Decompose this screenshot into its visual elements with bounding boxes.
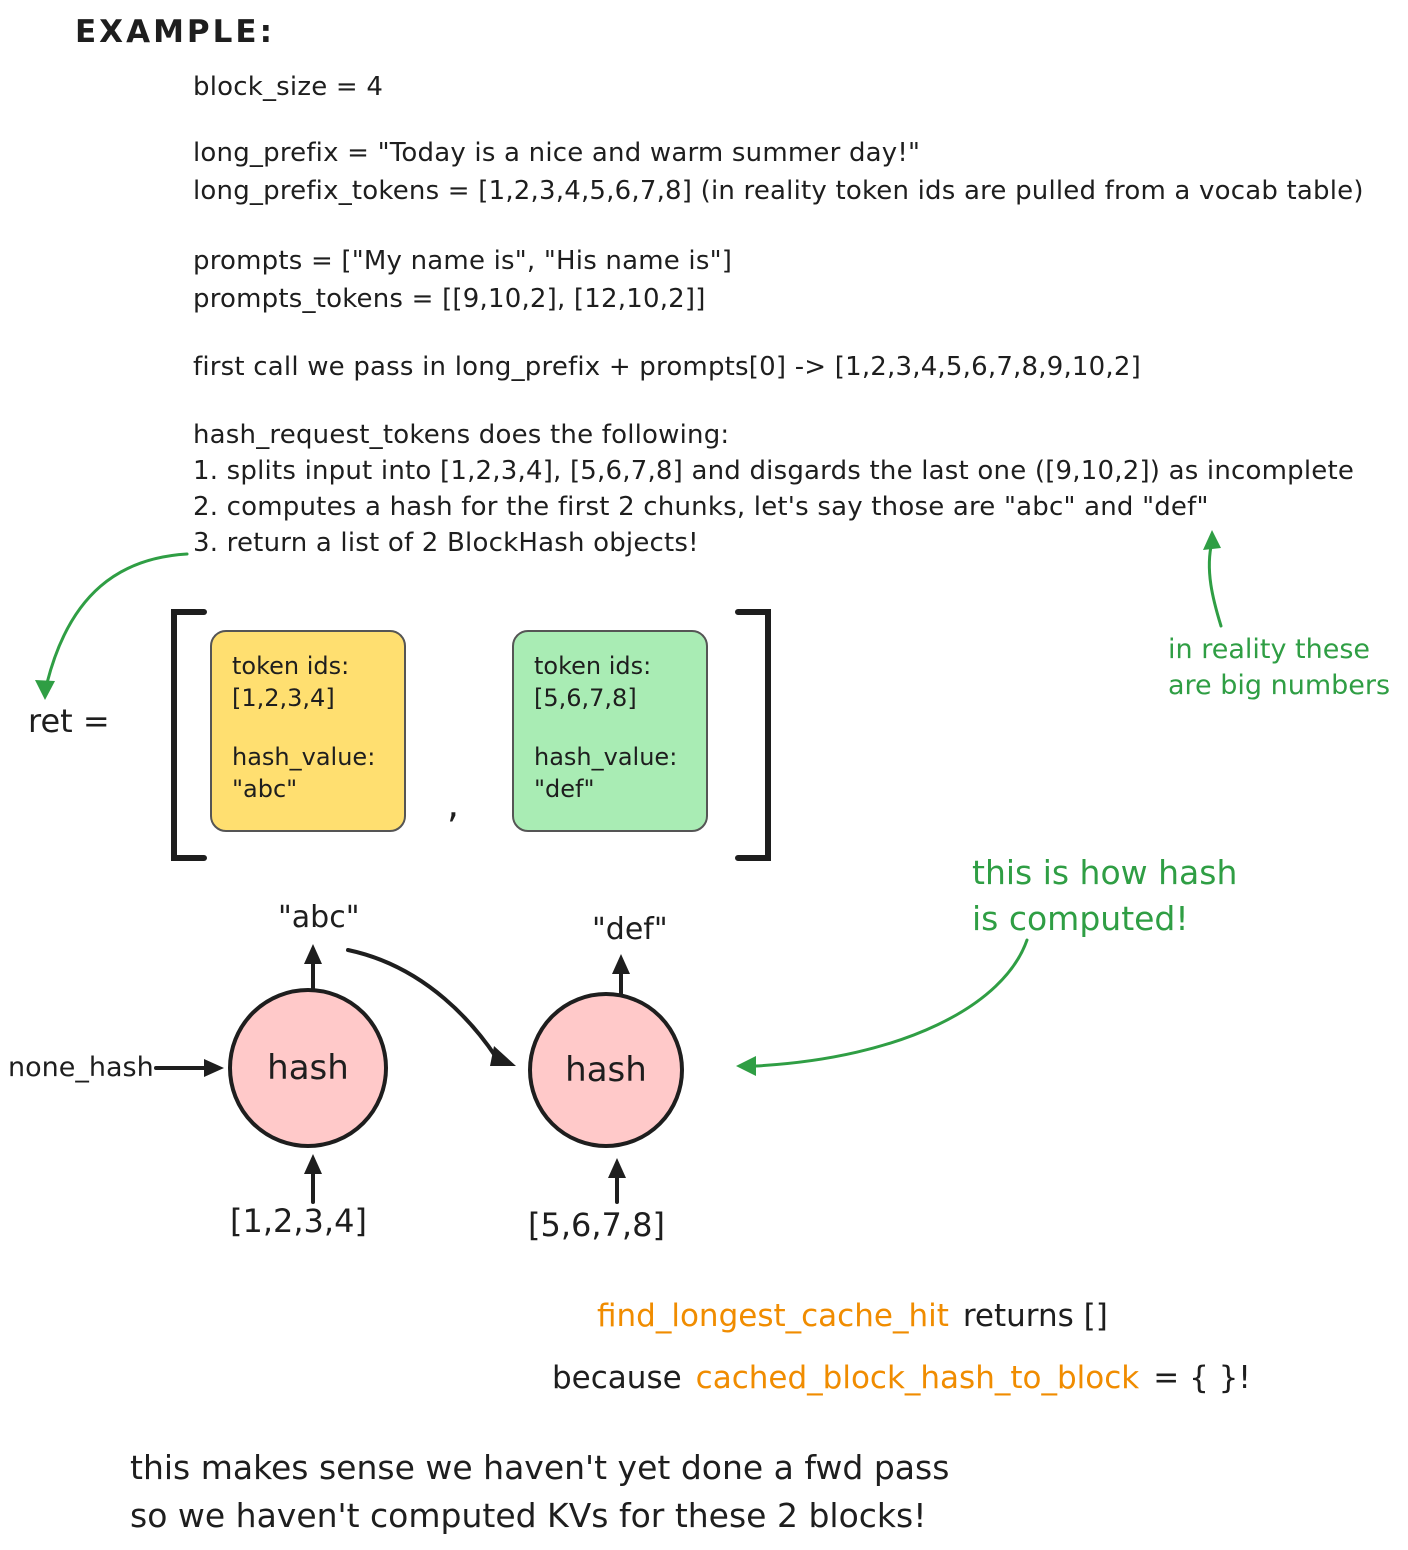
annotation-line: are big numbers	[1168, 670, 1391, 702]
input-arrow-1	[304, 1154, 322, 1204]
hash-node-2: hash	[528, 992, 684, 1148]
hash-input-1: [1,2,3,4]	[230, 1202, 367, 1240]
hash-node-1: hash	[228, 988, 388, 1148]
token-ids-label: token ids:	[534, 652, 652, 680]
token-ids-value: [1,2,3,4]	[232, 684, 335, 713]
code-line-prompts: prompts = ["My name is", "His name is"]	[193, 246, 733, 276]
code-line-prompts-tokens: prompts_tokens = [[9,10,2], [12,10,2]]	[193, 284, 706, 314]
because-text: because	[552, 1360, 682, 1396]
list-comma: ,	[447, 782, 460, 826]
hash-node-label: hash	[267, 1048, 349, 1088]
annotation-line: in reality these	[1168, 634, 1370, 665]
hash-value: "def"	[534, 775, 595, 804]
right-bracket	[735, 609, 771, 861]
hash-output-abc: "abc"	[278, 900, 360, 935]
hash-request-intro: hash_request_tokens does the following:	[193, 420, 730, 450]
big-numbers-arrow	[1203, 530, 1223, 628]
returns-text: returns []	[962, 1298, 1108, 1334]
hash-value-label: hash_value:	[534, 742, 678, 771]
chain-arrow	[346, 948, 516, 1066]
hash-value: "abc"	[232, 775, 298, 804]
left-bracket	[171, 609, 207, 861]
fn-name: find_longest_cache_hit	[597, 1298, 949, 1334]
hash-input-2: [5,6,7,8]	[528, 1206, 665, 1244]
hash-output-def: "def"	[592, 912, 668, 947]
hash-request-step1: 1. splits input into [1,2,3,4], [5,6,7,8…	[193, 456, 1355, 486]
output-arrow-2	[612, 954, 630, 998]
code-line-block-size: block_size = 4	[193, 72, 384, 102]
seed-label: none_hash	[8, 1052, 154, 1083]
hash-value-label: hash_value:	[232, 742, 376, 771]
blockhash-card-1: token ids: [1,2,3,4] hash_value: "abc"	[210, 630, 406, 832]
blockhash-card-2: token ids: [5,6,7,8] hash_value: "def"	[512, 630, 708, 832]
input-arrow-2	[608, 1158, 626, 1204]
dict-name: cached_block_hash_to_block	[695, 1360, 1140, 1396]
footer-line-2: so we haven't computed KVs for these 2 b…	[130, 1496, 927, 1535]
example-heading: EXAMPLE:	[75, 14, 275, 50]
footer-line-1: this makes sense we haven't yet done a f…	[130, 1448, 950, 1487]
cache-result-line-1: find_longest_cache_hit returns []	[597, 1298, 1108, 1334]
annotation-line: is computed!	[972, 899, 1189, 939]
code-line-long-prefix: long_prefix = "Today is a nice and warm …	[193, 138, 921, 168]
ret-pointer-arrow	[35, 552, 189, 700]
hash-node-label: hash	[565, 1050, 647, 1090]
token-ids-value: [5,6,7,8]	[534, 684, 637, 713]
code-line-first-call: first call we pass in long_prefix + prom…	[193, 352, 1141, 382]
equals-text: = { }!	[1153, 1360, 1251, 1396]
output-arrow-1	[304, 944, 322, 994]
hash-computed-annotation: this is how hash is computed!	[972, 850, 1237, 942]
hash-request-step2: 2. computes a hash for the first 2 chunk…	[193, 492, 1209, 522]
annotation-line: this is how hash	[972, 853, 1238, 892]
token-ids-label: token ids:	[232, 652, 350, 680]
big-numbers-annotation: in reality these are big numbers	[1168, 632, 1390, 705]
seed-arrow	[154, 1059, 224, 1077]
hash-computed-arrow	[736, 938, 1029, 1076]
code-line-long-prefix-tokens: long_prefix_tokens = [1,2,3,4,5,6,7,8] (…	[193, 176, 1364, 206]
cache-result-line-2: because cached_block_hash_to_block = { }!	[552, 1360, 1251, 1396]
ret-label: ret =	[28, 702, 110, 740]
hash-request-step3: 3. return a list of 2 BlockHash objects!	[193, 528, 699, 558]
